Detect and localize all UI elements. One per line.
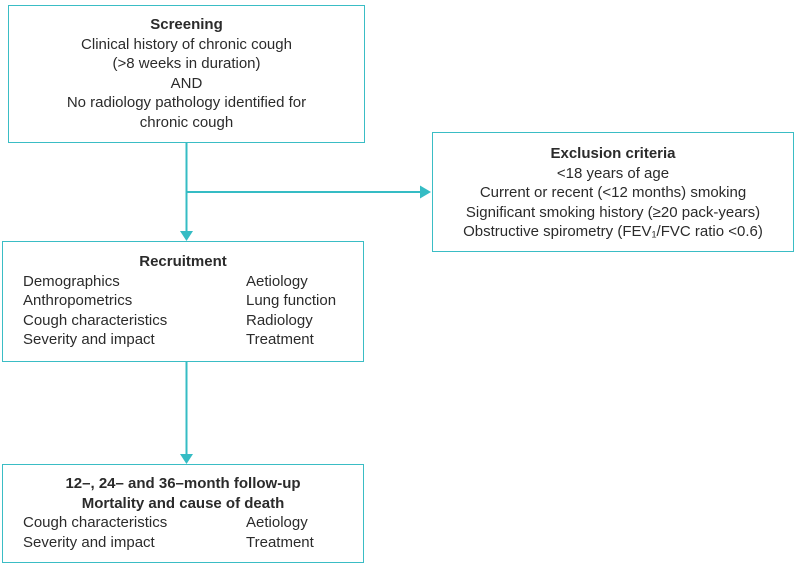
screening-line: (>8 weeks in duration)	[112, 55, 261, 72]
exclusion-criteria-box: Exclusion criteria <18 years of age Curr…	[432, 132, 794, 252]
followup-columns: Cough characteristics Aetiology Severity…	[3, 513, 363, 552]
recruitment-left-item: Anthropometrics	[23, 292, 133, 309]
recruitment-left-item: Cough characteristics	[23, 311, 168, 329]
followup-title-line2: Mortality and cause of death	[81, 494, 285, 512]
screening-title: Screening	[150, 16, 223, 33]
recruitment-columns: Demographics Aetiology Anthropometrics L…	[3, 272, 363, 350]
followup-title-line1: 12–, 24– and 36–month follow-up	[65, 475, 301, 492]
recruitment-right-item: Radiology	[246, 311, 313, 329]
exclusion-line: Significant smoking history (≥20 pack-ye…	[465, 203, 761, 221]
recruitment-left-item: Demographics	[23, 272, 120, 290]
recruitment-left-item: Severity and impact	[23, 331, 155, 348]
screening-line: No radiology pathology identified for	[66, 94, 307, 111]
screening-line: Clinical history of chronic cough	[81, 35, 292, 53]
followup-left-item: Severity and impact	[23, 533, 155, 551]
exclusion-line: Obstructive spirometry (FEV₁/FVC ratio <…	[463, 223, 763, 240]
followup-left-item: Cough characteristics	[23, 514, 168, 531]
recruitment-right-item: Lung function	[246, 292, 337, 309]
screening-line: chronic cough	[139, 113, 234, 131]
followup-right-item: Aetiology	[246, 514, 308, 531]
arrowhead-to-followup	[180, 454, 193, 464]
followup-box: 12–, 24– and 36–month follow-up Mortalit…	[2, 464, 364, 563]
recruitment-right-item: Aetiology	[246, 272, 308, 290]
screening-box: Screening Clinical history of chronic co…	[8, 5, 365, 143]
exclusion-line: Current or recent (<12 months) smoking	[479, 184, 747, 201]
recruitment-title: Recruitment	[139, 253, 227, 270]
exclusion-line: <18 years of age	[556, 164, 670, 182]
exclusion-criteria-title: Exclusion criteria	[550, 145, 676, 162]
recruitment-right-item: Treatment	[246, 331, 314, 348]
arrowhead-to-exclusion	[420, 185, 431, 199]
screening-line: AND	[170, 74, 203, 92]
recruitment-box: Recruitment Demographics Aetiology Anthr…	[2, 241, 364, 362]
followup-right-item: Treatment	[246, 533, 314, 551]
arrowhead-to-recruitment	[180, 231, 193, 241]
